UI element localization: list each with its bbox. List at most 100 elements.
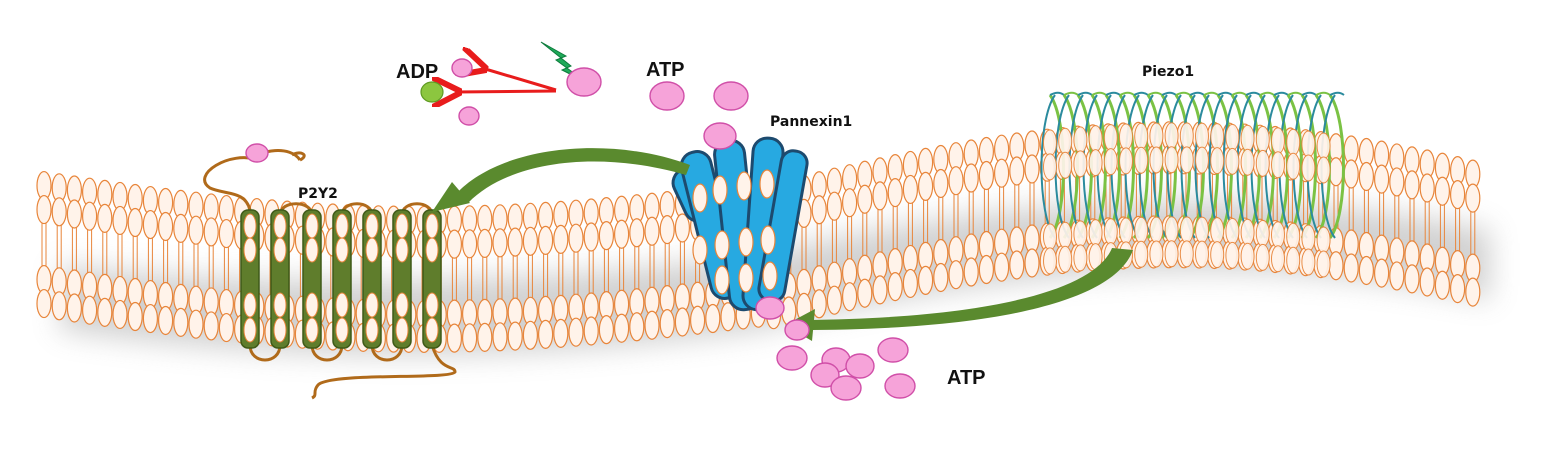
atp-molecule [245,143,269,163]
lipid-head [1195,122,1209,150]
lipid-head [1419,173,1435,203]
atp-molecule [810,362,840,388]
lipid-head [689,305,706,335]
lipid-head [365,213,379,239]
atp-molecule [458,106,480,126]
lipid-head [841,188,858,218]
lipid-head [583,316,599,346]
lipid-head [1073,244,1088,272]
lipid-head [1316,156,1331,184]
piezo-coil-cap [1245,91,1261,96]
lipid-head [948,166,964,196]
lipid-head [335,213,349,239]
lipid-head [659,309,675,339]
piezo-coil-cap [1329,91,1345,96]
piezo-coil-cap [1259,91,1275,96]
atp-molecule [713,81,749,111]
piezo-coil-cap [1273,91,1289,96]
lipid-head [243,213,257,239]
lipid-head [1225,241,1240,269]
lipid-head [395,292,409,318]
atp-top-label: ATP [646,59,685,81]
lipid-head [158,211,174,242]
lipid-head [692,183,708,213]
lipid-head [1328,157,1344,187]
lipid-head [1058,127,1073,155]
lipid-head [1210,241,1225,269]
lipid-head [492,228,508,258]
lipid-head [273,292,287,318]
lipid-head [872,275,888,305]
lipid-head [933,168,949,199]
lipid-head [425,213,439,239]
pannexin-to-p2y2-arrow [447,148,690,207]
lipid-head [1043,153,1057,181]
lipid-head [993,158,1010,188]
lipid-head [811,195,827,225]
lipid-head [712,175,728,205]
lipid-head [963,163,979,193]
lipid-head [629,312,645,342]
lipid-head [1255,149,1270,177]
lipid-head [1009,156,1025,186]
lipid-head [335,237,349,263]
p2y2-intracellular-loop [370,344,404,362]
pannexin1-label: Pannexin1 [770,114,852,130]
lipid-head [1271,245,1285,273]
lipid-head [553,224,569,254]
lipid-head [365,317,379,343]
lipid-head [1210,147,1225,175]
lipid-head [759,169,775,199]
atp-molecule [884,373,916,399]
lipid-head [1149,146,1164,174]
atp-molecule [566,67,602,97]
lipid-head [1316,250,1331,278]
lipid-head [243,237,257,263]
lipid-head [142,209,158,240]
piezo-coil-cap [1119,91,1135,96]
lipid-head [127,301,143,332]
lipid-head [993,252,1010,282]
p2y2-receptor [203,149,457,400]
lipid-head [1103,124,1118,152]
arrow-head-p2y2 [432,182,470,212]
lipid-head [51,291,67,321]
lipid-head [1195,216,1209,244]
lipid-head [1225,147,1240,175]
lipid-head [1404,264,1420,294]
p2y2-extracellular-loop [291,151,306,162]
lipid-head [1240,148,1255,176]
lipid-head [173,213,189,243]
lipid-head [1179,240,1194,268]
lipid-head [1164,240,1179,268]
lipid-head [841,282,858,312]
lipid-head [826,191,843,221]
lipid-head [51,197,67,227]
lipid-head [1024,248,1040,278]
lipid-head [446,229,462,259]
lipid-head [1088,149,1103,177]
lipid-head [978,160,995,191]
lipid-head [97,203,113,233]
lipid-head [477,322,493,352]
lipid-head [674,307,691,337]
lipid-head [1271,151,1285,179]
atp-bottom-label: ATP [947,367,986,389]
lipid-head [1434,270,1451,300]
lipid-head [273,317,287,343]
lipid-head [714,265,730,295]
lipid-head [188,215,204,245]
lipid-head [948,260,964,290]
lipid-head [887,272,903,302]
atp-molecule [451,58,473,78]
piezo-coil-cap [1287,91,1303,96]
lipid-head [902,174,919,205]
lipid-head [507,321,523,351]
lipid-head [917,171,934,202]
atp-molecule [830,375,862,401]
lipid-head [243,292,257,318]
lipid-head [537,319,554,349]
lipid-head [1389,167,1405,197]
lipid-head [66,199,83,229]
